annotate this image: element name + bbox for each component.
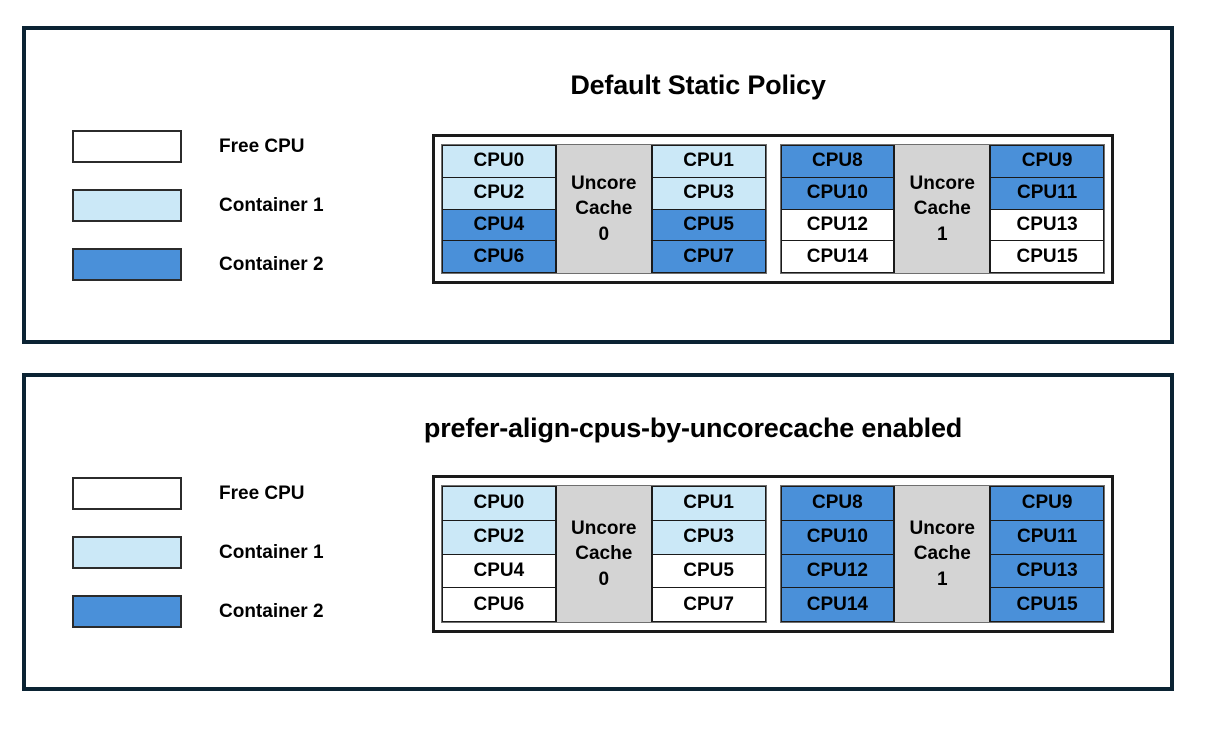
- cpu-cell: CPU12: [780, 208, 895, 242]
- uncore-cache-label-line: Uncore: [571, 518, 637, 540]
- uncore-cache-block-1: Uncore Cache 1: [894, 486, 991, 622]
- cpu-cell: CPU7: [651, 587, 766, 622]
- cpu-cell: CPU13: [990, 553, 1104, 589]
- uncore-cache-label-line: 0: [598, 223, 610, 245]
- uncore-cache-block-0: Uncore Cache 0: [555, 145, 652, 273]
- legend-swatch-free-cpu: [72, 477, 182, 510]
- legend-prefer-align-enabled: Free CPU Container 1 Container 2: [72, 477, 324, 654]
- cpu-cell: CPU13: [990, 208, 1104, 242]
- cpu-column-right-cache0: CPU1 CPU3 CPU5 CPU7: [651, 486, 766, 622]
- cpu-column-left-cache1: CPU8 CPU10 CPU12 CPU14: [780, 145, 895, 273]
- cpu-cell: CPU11: [990, 519, 1104, 555]
- uncore-cache-label-line: Cache: [575, 543, 633, 565]
- cpu-cell: CPU3: [651, 519, 766, 555]
- legend-item-container-2: Container 2: [72, 248, 324, 281]
- cpu-cell: CPU4: [442, 553, 556, 589]
- legend-item-free-cpu: Free CPU: [72, 477, 324, 510]
- cpu-cell: CPU1: [651, 486, 766, 521]
- cpu-topology-diagram: CPU0 CPU2 CPU4 CPU6 Uncore Cache 0 CPU1 …: [432, 134, 1114, 284]
- uncore-cache-label-line: 1: [936, 223, 948, 245]
- cpu-cell: CPU3: [651, 176, 766, 210]
- uncore-cache-label-line: Cache: [913, 198, 971, 220]
- legend-item-container-1: Container 1: [72, 189, 324, 222]
- cpu-cell: CPU5: [651, 553, 766, 589]
- uncore-cache-block-0: Uncore Cache 0: [555, 486, 652, 622]
- uncore-cache-group-0: CPU0 CPU2 CPU4 CPU6 Uncore Cache 0 CPU1 …: [441, 144, 767, 274]
- legend-swatch-free-cpu: [72, 130, 182, 163]
- cache-group-separator: [767, 485, 780, 623]
- cpu-cell: CPU2: [442, 519, 556, 555]
- legend-swatch-container-1: [72, 189, 182, 222]
- uncore-cache-block-1: Uncore Cache 1: [894, 145, 991, 273]
- uncore-cache-label-line: 0: [598, 568, 610, 590]
- legend-default-static-policy: Free CPU Container 1 Container 2: [72, 130, 324, 307]
- cpu-cell: CPU12: [780, 553, 895, 589]
- cpu-column-right-cache1: CPU9 CPU11 CPU13 CPU15: [990, 486, 1104, 622]
- cpu-cell: CPU8: [780, 486, 895, 521]
- cpu-cell: CPU0: [442, 486, 556, 521]
- cpu-cell: CPU1: [651, 145, 766, 178]
- cpu-cell: CPU15: [990, 240, 1104, 273]
- uncore-cache-group-0: CPU0 CPU2 CPU4 CPU6 Uncore Cache 0 CPU1 …: [441, 485, 767, 623]
- cpu-column-right-cache1: CPU9 CPU11 CPU13 CPU15: [990, 145, 1104, 273]
- cpu-cell: CPU14: [780, 240, 895, 273]
- cpu-column-left-cache0: CPU0 CPU2 CPU4 CPU6: [442, 486, 556, 622]
- cache-group-separator: [767, 144, 780, 274]
- uncore-cache-label-line: Cache: [913, 543, 971, 565]
- uncore-cache-group-1: CPU8 CPU10 CPU12 CPU14 Uncore Cache 1 CP…: [779, 485, 1105, 623]
- legend-swatch-container-2: [72, 595, 182, 628]
- legend-item-container-1: Container 1: [72, 536, 324, 569]
- legend-swatch-container-1: [72, 536, 182, 569]
- cpu-cell: CPU11: [990, 176, 1104, 210]
- cpu-cell: CPU10: [780, 176, 895, 210]
- uncore-cache-label-line: Uncore: [909, 518, 975, 540]
- uncore-cache-group-1: CPU8 CPU10 CPU12 CPU14 Uncore Cache 1 CP…: [779, 144, 1105, 274]
- page-title: prefer-align-cpus-by-uncorecache enabled: [423, 413, 963, 443]
- cpu-cell: CPU10: [780, 519, 895, 555]
- legend-label-container-2: Container 2: [219, 600, 324, 622]
- legend-label-container-2: Container 2: [219, 253, 324, 275]
- cpu-cell: CPU9: [990, 145, 1104, 178]
- cpu-column-left-cache0: CPU0 CPU2 CPU4 CPU6: [442, 145, 556, 273]
- cpu-cell: CPU6: [442, 587, 556, 622]
- cpu-cell: CPU2: [442, 176, 556, 210]
- cpu-cell: CPU0: [442, 145, 556, 178]
- legend-label-free-cpu: Free CPU: [219, 135, 305, 157]
- cpu-cell: CPU15: [990, 587, 1104, 622]
- diagram-panel-default-static-policy: Default Static Policy Free CPU Container…: [22, 26, 1174, 344]
- diagram-panel-prefer-align-enabled: prefer-align-cpus-by-uncorecache enabled…: [22, 373, 1174, 691]
- cpu-topology-diagram: CPU0 CPU2 CPU4 CPU6 Uncore Cache 0 CPU1 …: [432, 475, 1114, 633]
- uncore-cache-label-line: Uncore: [571, 173, 637, 195]
- page-title: Default Static Policy: [570, 70, 826, 100]
- cpu-cell: CPU4: [442, 208, 556, 242]
- cpu-column-left-cache1: CPU8 CPU10 CPU12 CPU14: [780, 486, 895, 622]
- cpu-cell: CPU9: [990, 486, 1104, 521]
- cpu-cell: CPU14: [780, 587, 895, 622]
- legend-label-free-cpu: Free CPU: [219, 482, 305, 504]
- legend-swatch-container-2: [72, 248, 182, 281]
- cpu-cell: CPU6: [442, 240, 556, 273]
- cpu-cell: CPU5: [651, 208, 766, 242]
- uncore-cache-label-line: 1: [936, 568, 948, 590]
- legend-label-container-1: Container 1: [219, 541, 324, 563]
- legend-item-container-2: Container 2: [72, 595, 324, 628]
- uncore-cache-label-line: Cache: [575, 198, 633, 220]
- cpu-cell: CPU7: [651, 240, 766, 273]
- legend-item-free-cpu: Free CPU: [72, 130, 324, 163]
- uncore-cache-label-line: Uncore: [909, 173, 975, 195]
- cpu-cell: CPU8: [780, 145, 895, 178]
- legend-label-container-1: Container 1: [219, 194, 324, 216]
- cpu-column-right-cache0: CPU1 CPU3 CPU5 CPU7: [651, 145, 766, 273]
